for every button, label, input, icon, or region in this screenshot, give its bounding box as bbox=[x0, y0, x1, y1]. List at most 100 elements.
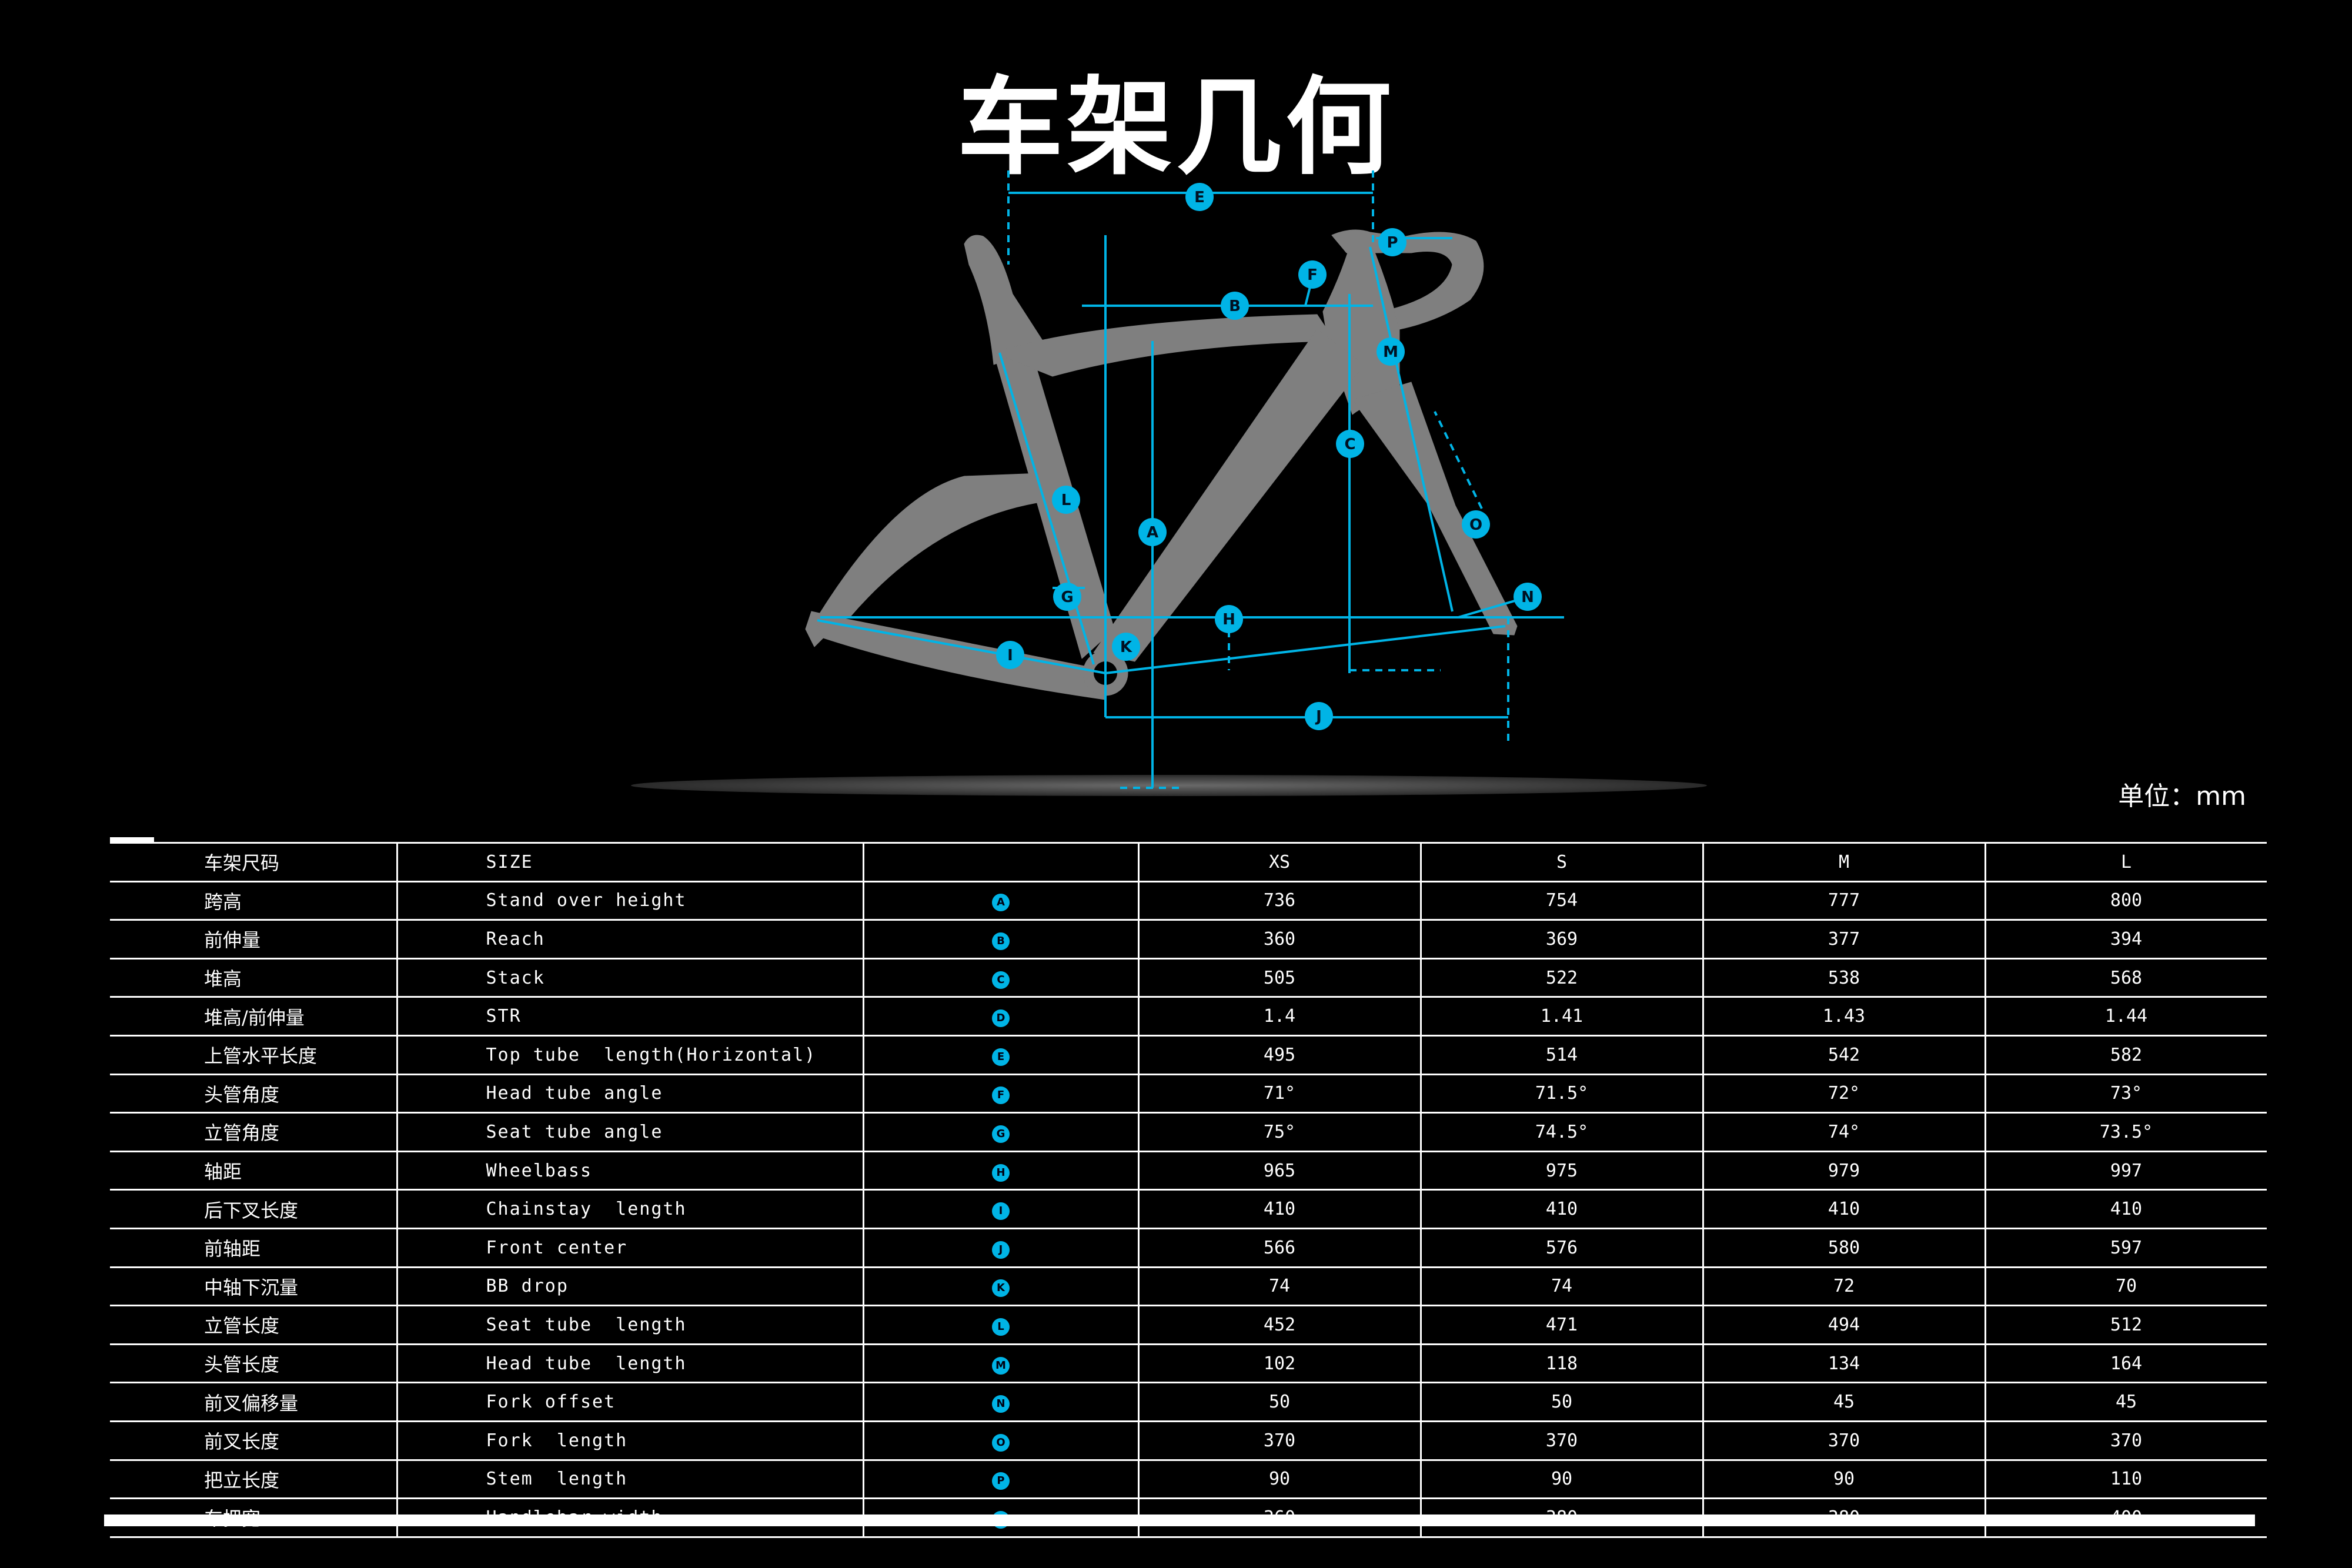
svg-text:H: H bbox=[1222, 611, 1235, 628]
marker-I: I bbox=[996, 641, 1024, 669]
row-label-en: Seat tube angle bbox=[396, 1112, 863, 1152]
row-value-s: 370 bbox=[1419, 1420, 1703, 1460]
svg-text:E: E bbox=[1194, 189, 1205, 206]
row-label-en: BB drop bbox=[396, 1266, 863, 1306]
row-value-xs: 495 bbox=[1137, 1034, 1421, 1075]
row-key-marker: B bbox=[992, 932, 1010, 950]
row-label-cn: 头管角度 bbox=[110, 1073, 397, 1113]
row-value-l: 568 bbox=[1984, 957, 2267, 997]
row-key-cell: B bbox=[862, 919, 1138, 959]
table-accent-bar bbox=[110, 837, 154, 842]
row-label-en: Stack bbox=[396, 957, 863, 997]
row-value-m: 979 bbox=[1702, 1150, 1985, 1190]
row-key-marker: H bbox=[992, 1164, 1010, 1182]
row-key-cell: A bbox=[862, 880, 1138, 920]
marker-N: N bbox=[1514, 583, 1542, 611]
row-value-m: 90 bbox=[1702, 1459, 1985, 1499]
row-value-xs: 75° bbox=[1137, 1112, 1421, 1152]
row-value-l: 597 bbox=[1984, 1227, 2267, 1268]
row-key-marker: E bbox=[992, 1048, 1010, 1066]
svg-text:C: C bbox=[1344, 436, 1355, 453]
row-key-cell: K bbox=[862, 1266, 1138, 1306]
row-value-m: 74° bbox=[1702, 1112, 1985, 1152]
row-key-marker: A bbox=[992, 894, 1010, 912]
svg-text:F: F bbox=[1307, 266, 1318, 284]
row-value-l: 394 bbox=[1984, 919, 2267, 959]
row-value-m: 1.43 bbox=[1702, 996, 1985, 1036]
row-key-marker: O bbox=[992, 1433, 1010, 1452]
row-value-s: 576 bbox=[1419, 1227, 1703, 1268]
row-key-cell: P bbox=[862, 1459, 1138, 1499]
row-value-s: 74.5° bbox=[1419, 1112, 1703, 1152]
svg-text:B: B bbox=[1229, 297, 1241, 315]
row-value-m: 370 bbox=[1702, 1420, 1985, 1460]
row-label-en: Stand over height bbox=[396, 880, 863, 920]
row-label-cn: 立管角度 bbox=[110, 1112, 397, 1152]
row-value-xs: 90 bbox=[1137, 1459, 1421, 1499]
unit-label: 单位：mm bbox=[2118, 781, 2246, 811]
row-value-m: 45 bbox=[1702, 1382, 1985, 1422]
row-value-l: 73.5° bbox=[1984, 1112, 2267, 1152]
row-key-marker: N bbox=[992, 1395, 1010, 1413]
row-value-xs: 71° bbox=[1137, 1073, 1421, 1113]
row-value-xs: 370 bbox=[1137, 1420, 1421, 1460]
row-label-en: Fork offset bbox=[396, 1382, 863, 1422]
row-key-cell: J bbox=[862, 1227, 1138, 1268]
row-key-cell: O bbox=[862, 1420, 1138, 1460]
marker-F: F bbox=[1298, 260, 1327, 289]
row-label-en: Seat tube length bbox=[396, 1305, 863, 1345]
row-value-l: 110 bbox=[1984, 1459, 2267, 1499]
row-value-s: 71.5° bbox=[1419, 1073, 1703, 1113]
row-value-s: 90 bbox=[1419, 1459, 1703, 1499]
row-label-en: Chainstay length bbox=[396, 1189, 863, 1229]
row-value-s: 514 bbox=[1419, 1034, 1703, 1075]
row-key-cell: L bbox=[862, 1305, 1138, 1345]
svg-text:M: M bbox=[1383, 343, 1398, 361]
row-value-s: 410 bbox=[1419, 1189, 1703, 1229]
marker-G: G bbox=[1053, 583, 1081, 611]
row-value-l: 997 bbox=[1984, 1150, 2267, 1190]
row-key-cell: D bbox=[862, 996, 1138, 1036]
header-en: SIZE bbox=[396, 842, 863, 882]
svg-text:O: O bbox=[1469, 516, 1482, 534]
row-label-cn: 把立长度 bbox=[110, 1459, 397, 1499]
row-key-marker: M bbox=[992, 1356, 1010, 1375]
header-size-s: S bbox=[1419, 842, 1703, 882]
marker-O: O bbox=[1462, 510, 1490, 539]
row-value-xs: 74 bbox=[1137, 1266, 1421, 1306]
row-value-xs: 50 bbox=[1137, 1382, 1421, 1422]
row-label-en: Top tube length(Horizontal) bbox=[396, 1034, 863, 1075]
marker-J: J bbox=[1305, 702, 1333, 730]
row-label-cn: 立管长度 bbox=[110, 1305, 397, 1345]
row-label-cn: 前叉长度 bbox=[110, 1420, 397, 1460]
row-label-en: Reach bbox=[396, 919, 863, 959]
svg-text:G: G bbox=[1061, 589, 1073, 606]
marker-C: C bbox=[1336, 430, 1364, 458]
row-label-cn: 前伸量 bbox=[110, 919, 397, 959]
marker-H: H bbox=[1215, 605, 1243, 633]
ground-shadow bbox=[631, 775, 1707, 796]
row-key-marker: D bbox=[992, 1009, 1010, 1028]
page-title: 车架几何 bbox=[957, 66, 1395, 189]
row-value-s: 1.41 bbox=[1419, 996, 1703, 1036]
row-value-m: 580 bbox=[1702, 1227, 1985, 1268]
row-label-cn: 上管水平长度 bbox=[110, 1034, 397, 1075]
row-key-cell: C bbox=[862, 957, 1138, 997]
row-key-cell: N bbox=[862, 1382, 1138, 1422]
svg-text:I: I bbox=[1007, 647, 1013, 664]
row-value-l: 70 bbox=[1984, 1266, 2267, 1306]
row-value-m: 72° bbox=[1702, 1073, 1985, 1113]
marker-K: K bbox=[1112, 633, 1140, 661]
svg-text:J: J bbox=[1315, 708, 1322, 726]
row-value-xs: 360 bbox=[1137, 919, 1421, 959]
row-label-cn: 前叉偏移量 bbox=[110, 1382, 397, 1422]
